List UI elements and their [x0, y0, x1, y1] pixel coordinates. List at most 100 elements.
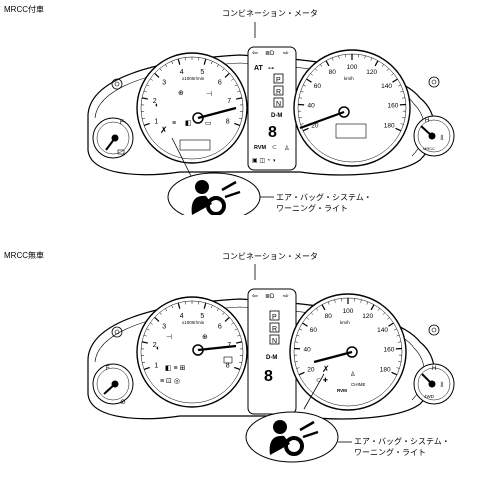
temperature-gauge-2: H ⫫ 4WD	[414, 364, 454, 404]
svg-text:N: N	[272, 338, 277, 345]
dm-label: D-M	[271, 113, 282, 119]
turn-right-icon-2: ⇨	[283, 293, 289, 300]
gauge-number: 100	[347, 64, 358, 71]
temperature-gauge: H ⫫ MRCC	[414, 116, 454, 156]
seatbelt-icon-2: ♙	[350, 371, 355, 378]
gauge-number: 40	[307, 102, 315, 109]
rvm-label-2: RVM	[337, 388, 347, 393]
gauge-number: 1	[154, 118, 158, 125]
center-indicator-panel-2: ⇦ ≣D ⇨ P R N D-M 8	[248, 289, 296, 414]
gauge-number: 160	[383, 346, 394, 353]
gauge-number: 180	[384, 122, 395, 129]
gauge-number: 120	[362, 313, 373, 320]
gauge-number: 5	[200, 69, 204, 76]
gauge-number: 4	[180, 313, 184, 320]
at-oil-icon: ⊶	[268, 66, 274, 72]
turn-left-icon-2: ⇦	[252, 293, 258, 300]
gauge-number: 80	[325, 313, 333, 320]
airbag-warning-icon-2: ✗	[322, 364, 330, 374]
warning-icon-battery: ⊣	[206, 91, 212, 98]
gauge-number: 7	[227, 98, 231, 105]
gauge-number: 140	[381, 83, 392, 90]
mount-screw-right-2	[429, 325, 439, 335]
center-indicator-panel: ⇦ ≣D ⇨ AT ⊶ P R N D-M 8 RVM ⊂ ♙ ▣ ◫ ◔ ◑	[248, 47, 296, 170]
rvm-label: RVM	[254, 145, 267, 151]
gauge-number: 140	[377, 327, 388, 334]
gauge-number: 6	[218, 323, 222, 330]
gear-digit: 8	[268, 124, 277, 141]
airbag-warning-icon: ✗	[160, 125, 168, 135]
warning-icon-door: ◧	[185, 120, 192, 127]
warning-icon-battery-2: ⊣	[166, 334, 172, 341]
at-label: AT	[254, 65, 264, 72]
gauge-number: 8	[226, 362, 230, 369]
seatbelt-icon: ♙	[284, 145, 289, 152]
svg-text:P: P	[272, 314, 277, 321]
dm-label-2: D-M	[266, 355, 277, 361]
gauge-number: 1	[154, 362, 158, 369]
warning-icon-oil: ⊕	[178, 90, 184, 97]
gear-digit-2: 8	[264, 368, 273, 385]
high-beam-icon-2: ≣D	[265, 294, 275, 300]
svg-text:R: R	[272, 326, 277, 333]
airbag-icon-head-2	[273, 420, 287, 434]
gauge-number: 60	[314, 83, 322, 90]
gauge-number: 180	[380, 366, 391, 373]
chime-label: CHIME	[351, 382, 366, 387]
warning-icon-oil-2: ⊕	[202, 334, 208, 341]
gauge-number: 3	[162, 79, 166, 86]
gauge-number: 60	[310, 327, 318, 334]
gauge-number: 6	[218, 79, 222, 86]
fuel-gauge-2: F ⊘	[93, 364, 133, 406]
callout-text-mrcc: エア・バッグ・システム・ ワーニング・ライト	[276, 192, 372, 214]
warning-icon-row-2: ◧ ≡ ⊞	[165, 365, 185, 372]
center-bottom-icons: ▣ ◫ ◔ ◑	[252, 158, 276, 164]
slip-indicator-icon: ⊂	[272, 145, 277, 151]
gauge-number: 160	[387, 102, 398, 109]
gauge-number: 100	[343, 308, 354, 315]
gauge-number: 20	[307, 366, 315, 373]
mount-screw-right	[429, 77, 439, 87]
svg-text:N: N	[276, 101, 281, 108]
gauge-number: 5	[200, 313, 204, 320]
warning-icon-row-3: ≡ ⊡ ◎	[160, 378, 180, 385]
turn-left-icon: ⇦	[252, 50, 258, 57]
fuel-warning-icon: ⊘	[120, 399, 126, 406]
gauge-number: 4	[180, 69, 184, 76]
airbag-callout-bubble	[168, 173, 260, 215]
gauge-number: 120	[366, 69, 377, 76]
airbag-callout-bubble-2	[246, 412, 338, 462]
speedo-unit-label-2: km/h	[340, 320, 350, 325]
svg-text:R: R	[276, 89, 281, 96]
gauge-number: 80	[329, 69, 337, 76]
turn-right-icon: ⇨	[283, 50, 289, 57]
warning-icon-lamp-2: ◐	[156, 345, 160, 352]
warning-icon-lamp: ◐	[155, 102, 159, 109]
gauge-number: 3	[162, 323, 166, 330]
speedo-unit-label: km/h	[344, 76, 354, 81]
temp-gauge-label: MRCC	[423, 146, 435, 151]
gauge-number: 40	[303, 346, 311, 353]
coolant-icon-2: ⫫	[440, 381, 444, 388]
coolant-icon: ⫫	[440, 134, 444, 141]
warning-icon-headlight: ≡	[172, 120, 176, 127]
callout-text-no-mrcc: エア・バッグ・システム・ ワーニング・ライト	[354, 436, 450, 458]
warning-icon-engine: ▭	[205, 120, 212, 127]
tach-unit-label-2: x1000r/min	[182, 320, 205, 325]
fuel-gauge: F	[93, 118, 133, 158]
airbag-icon-head	[195, 180, 209, 194]
high-beam-icon: ≣D	[265, 51, 275, 57]
svg-text:P: P	[276, 77, 281, 84]
fuel-full-label: F	[120, 120, 124, 126]
temp-gauge-label-2: 4WD	[424, 394, 435, 399]
tach-unit-label: x1000r/min	[182, 76, 205, 81]
temp-hot-label-2: H	[432, 366, 436, 372]
temp-hot-label: H	[425, 118, 429, 124]
